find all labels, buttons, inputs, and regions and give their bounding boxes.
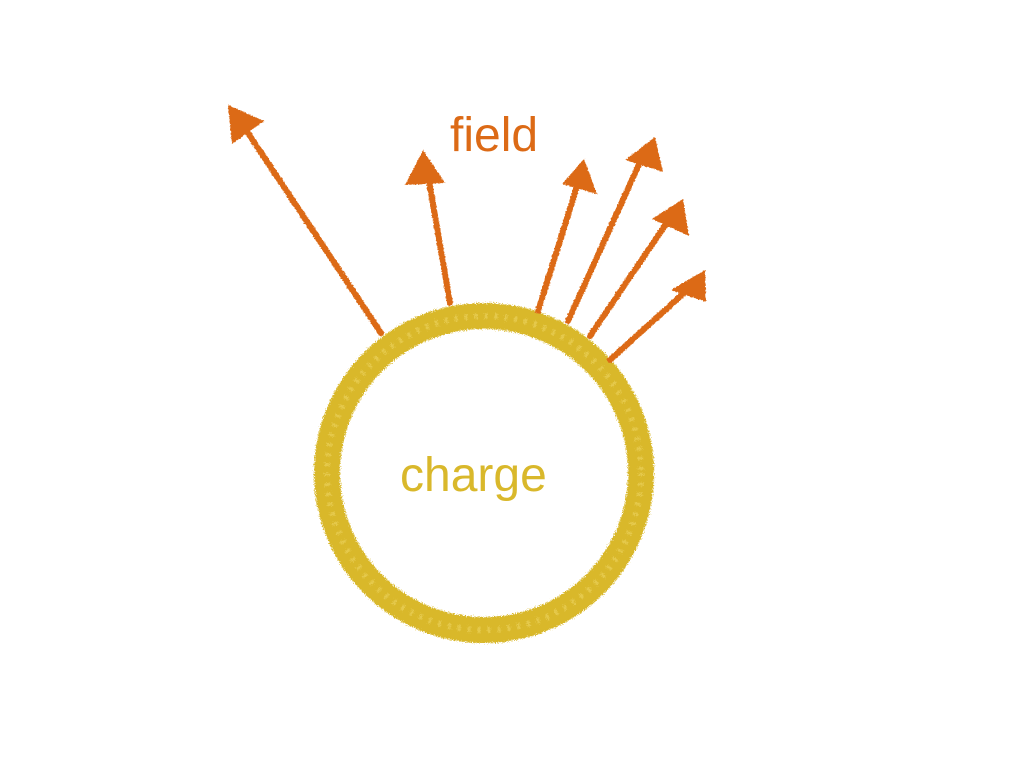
- field-arrow-1: [228, 105, 384, 336]
- field-arrow-4: [565, 137, 663, 324]
- field-arrow-2: [405, 150, 453, 306]
- field-arrow-3: [535, 159, 597, 314]
- charge-label: charge: [400, 449, 547, 502]
- charge-circle: [314, 303, 654, 643]
- field-arrow-5: [587, 199, 689, 339]
- field-label: field: [450, 109, 539, 162]
- field-arrow-6: [607, 270, 706, 363]
